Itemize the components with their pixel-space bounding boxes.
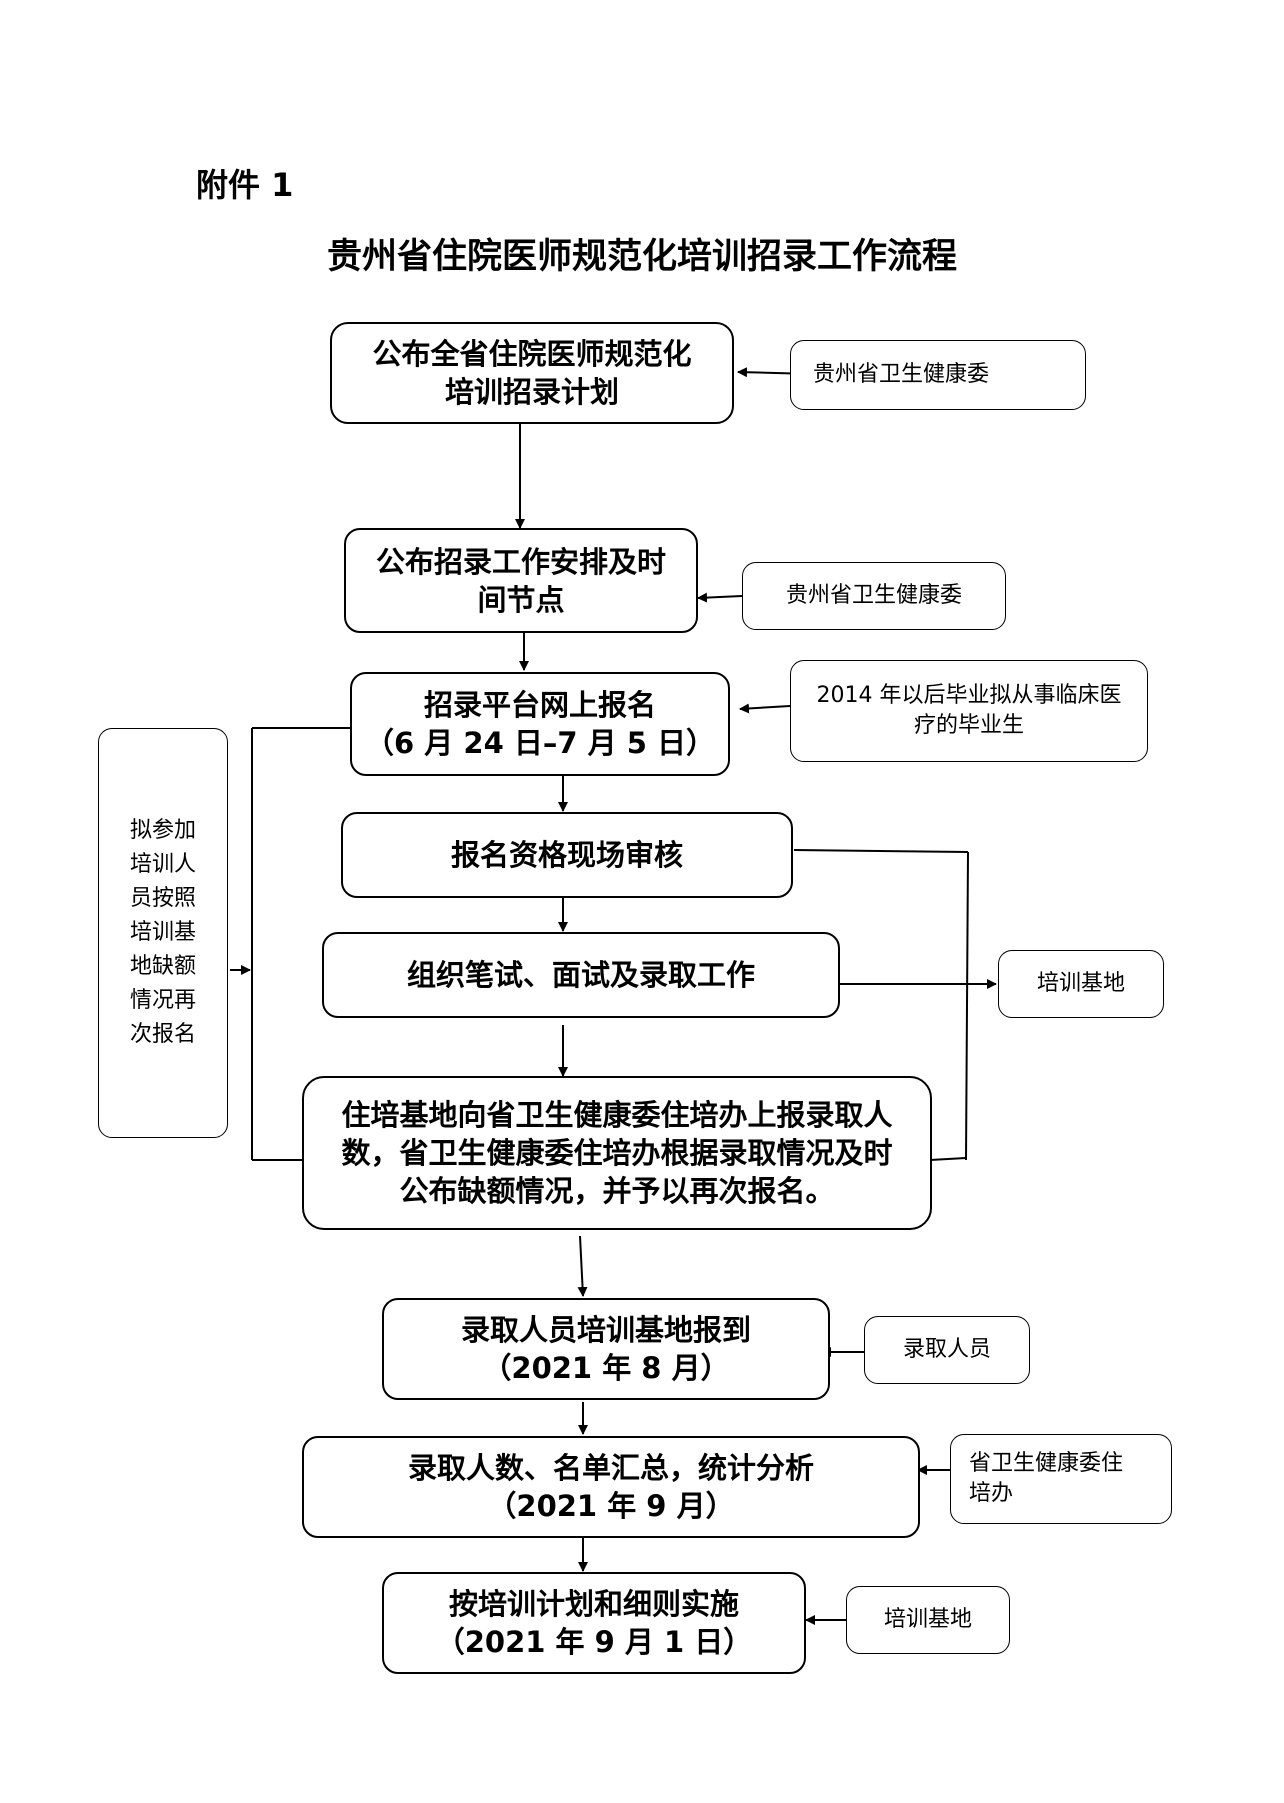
step-line: 报名资格现场审核	[450, 838, 683, 872]
actor-line: 省卫生健康委住	[969, 1451, 1124, 1476]
step-line: 间节点	[477, 582, 565, 617]
step-line: 录取人数、名单汇总，统计分析	[407, 1451, 814, 1485]
actor-line: 录取人员	[902, 1337, 991, 1362]
step-exam-admission: 组织笔试、面试及录取工作	[322, 932, 840, 1018]
actor-admitted-personnel: 录取人员	[864, 1316, 1030, 1384]
step-line: 按培训计划和细则实施	[448, 1587, 739, 1621]
note-line: 情况再	[129, 988, 196, 1013]
step-implement-training: 按培训计划和细则实施 （2021 年 9 月 1 日）	[382, 1572, 806, 1674]
page-title: 贵州省住院医师规范化培训招录工作流程	[326, 237, 957, 277]
step-line: 住培基地向省卫生健康委住培办上报录取人	[341, 1098, 893, 1132]
note-line: 培训基	[129, 920, 196, 945]
note-line: 拟参加	[129, 818, 196, 843]
actor-graduates: 2014 年以后毕业拟从事临床医疗的毕业生	[790, 660, 1148, 762]
attachment-label: 附件 1	[196, 166, 294, 204]
note-line: 次报名	[129, 1022, 196, 1047]
step-line: （2021 年 8 月）	[482, 1351, 730, 1385]
step-line: （2021 年 9 月）	[487, 1489, 735, 1523]
note-line: 培训人	[129, 852, 196, 877]
step-publish-plan: 公布全省住院医师规范化培训招录计划	[330, 322, 734, 424]
arrow-actor2	[697, 592, 743, 603]
actor-line: 贵州省卫生健康委	[785, 583, 962, 608]
step-line: 公布招录工作安排及时	[375, 544, 666, 579]
step-publish-schedule: 公布招录工作安排及时间节点	[344, 528, 698, 633]
step-line: 公布缺额情况，并予以再次报名。	[399, 1174, 835, 1208]
actor-training-base-1: 培训基地	[998, 950, 1164, 1018]
step-report-vacancies: 住培基地向省卫生健康委住培办上报录取人数，省卫生健康委住培办根据录取情况及时公布…	[302, 1076, 932, 1230]
actor-training-base-2: 培训基地	[846, 1586, 1010, 1654]
actor-line: 贵州省卫生健康委	[813, 362, 990, 387]
step-line: 公布全省住院医师规范化	[372, 337, 692, 371]
step-onsite-review: 报名资格现场审核	[341, 812, 793, 898]
bracket-right-vertical	[965, 851, 969, 1161]
arrow-step6-step7	[577, 1235, 588, 1297]
actor-residency-office: 省卫生健康委住培办	[950, 1434, 1172, 1524]
step-line: 录取人员培训基地报到	[460, 1313, 751, 1347]
bracket-right-bottom	[929, 1157, 967, 1161]
step-summary-analysis: 录取人数、名单汇总，统计分析 （2021 年 9 月）	[302, 1436, 920, 1538]
arrow-actor3	[739, 703, 791, 714]
actor-line: 培训基地	[1036, 971, 1125, 996]
actor-health-commission-1: 贵州省卫生健康委	[790, 340, 1086, 410]
left-note-reregistration: 拟参加 培训人 员按照 培训基 地缺额 情况再 次报名	[98, 728, 228, 1138]
step-line: 组织笔试、面试及录取工作	[406, 958, 755, 992]
actor-line: 培办	[969, 1481, 1014, 1506]
actor-health-commission-2: 贵州省卫生健康委	[742, 562, 1006, 630]
step-line: （2021 年 9 月 1 日）	[435, 1625, 753, 1659]
actor-line: 2014 年以后毕业拟从事临床医	[816, 683, 1122, 708]
actor-line: 培训基地	[883, 1607, 972, 1632]
step-report-to-base: 录取人员培训基地报到 （2021 年 8 月）	[382, 1298, 830, 1400]
actor-line: 疗的毕业生	[913, 713, 1024, 738]
step-online-registration: 招录平台网上报名 （6 月 24 日–7 月 5 日）	[350, 672, 730, 776]
step-line: 数，省卫生健康委住培办根据录取情况及时	[341, 1136, 893, 1170]
step-line: 培训招录计划	[444, 375, 619, 409]
step-line: 招录平台网上报名	[423, 688, 656, 722]
step-line: （6 月 24 日–7 月 5 日）	[365, 726, 715, 760]
note-line: 地缺额	[129, 954, 196, 979]
note-line: 员按照	[129, 886, 196, 911]
bracket-right-top	[793, 849, 969, 853]
